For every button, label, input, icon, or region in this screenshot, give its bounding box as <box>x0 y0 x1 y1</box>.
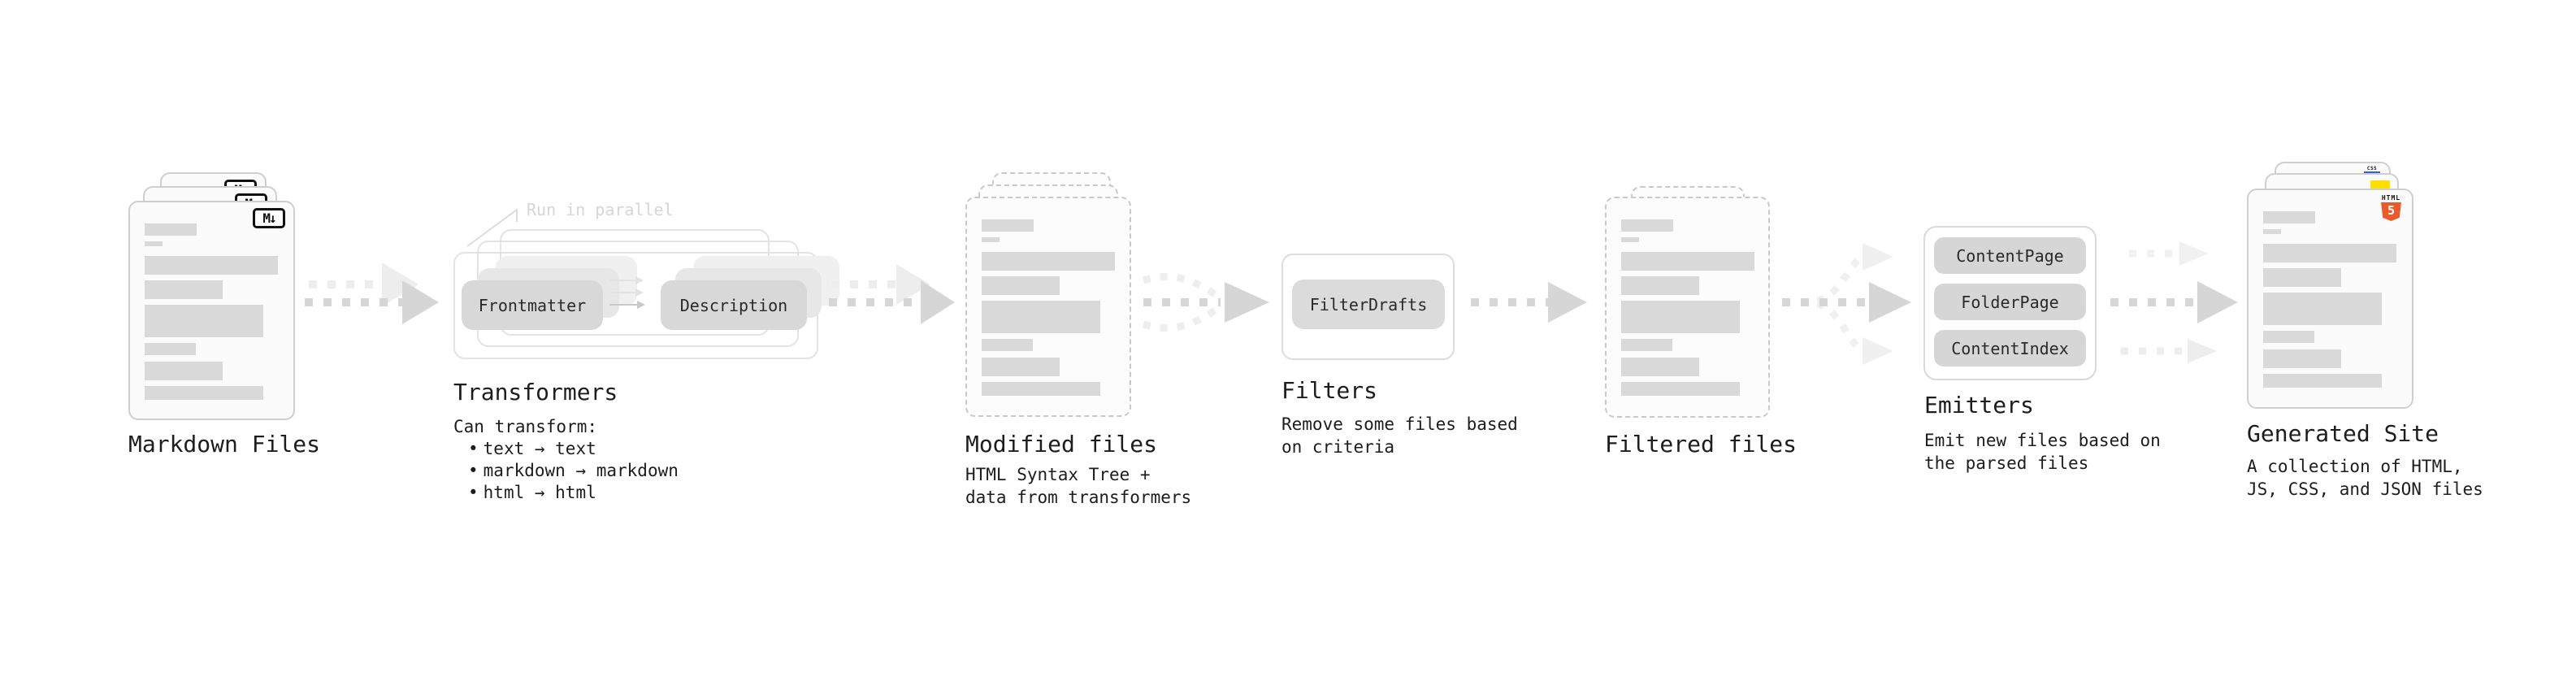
placeholder-bar <box>2263 268 2341 287</box>
emitters-subtitle: Emit new files based on the parsed files <box>1924 431 2161 473</box>
bullet-text: text → text <box>483 439 596 458</box>
markdown-icon: M↓ <box>253 208 285 228</box>
placeholder-bar <box>145 386 263 400</box>
bullet-dot: • <box>468 439 479 458</box>
stage-title-generated-site: Generated Site <box>2247 420 2439 447</box>
css-underline <box>2364 171 2380 174</box>
arrow-filtered-to-emitters <box>1782 243 1911 365</box>
bullet-item: •markdown → markdown <box>453 460 679 482</box>
placeholder-bar <box>1621 382 1740 396</box>
placeholder-bar <box>2263 331 2314 343</box>
placeholder-bar <box>1621 252 1754 271</box>
emitter-pill-folderpage: FolderPage <box>1934 284 2086 320</box>
placeholder-bar <box>982 382 1100 396</box>
placeholder-bar <box>145 343 196 355</box>
filtered-file-card-front <box>1605 197 1770 418</box>
html5-label: HTML <box>2381 194 2401 202</box>
placeholder-bar <box>982 237 1000 242</box>
modified-file-card-front <box>965 197 1131 417</box>
can-transform-heading: Can transform: <box>453 417 598 436</box>
stage-title-transformers: Transformers <box>453 379 618 406</box>
bullet-item: •text → text <box>453 438 679 460</box>
placeholder-bar <box>2263 374 2382 388</box>
placeholder-bar <box>2263 244 2396 262</box>
placeholder-bar <box>145 280 223 299</box>
placeholder-bar <box>1621 358 1699 376</box>
transformer-pill-frontmatter: Frontmatter <box>462 280 603 330</box>
emitter-pill-contentindex: ContentIndex <box>1934 330 2086 367</box>
placeholder-bar <box>1621 339 1672 351</box>
generated-site-subtitle: A collection of HTML, JS, CSS, and JSON … <box>2247 457 2483 499</box>
emitter-pill-contentpage: ContentPage <box>1934 237 2086 274</box>
filters-subtitle: Remove some files based on criteria <box>1281 414 1518 457</box>
transformers-description: Can transform: •text → text •markdown → … <box>453 416 679 504</box>
arrow-markdown-to-transformers <box>305 262 439 324</box>
placeholder-bar <box>982 252 1115 271</box>
bullet-dot: • <box>468 461 479 480</box>
placeholder-bar <box>2263 211 2315 223</box>
transformer-pill-description: Description <box>661 280 807 330</box>
placeholder-bar <box>982 301 1100 333</box>
placeholder-bar <box>145 305 263 337</box>
placeholder-bar <box>2263 293 2382 325</box>
html5-icon: HTML 5 <box>2380 194 2402 221</box>
placeholder-bar <box>982 339 1033 351</box>
stage-title-emitters: Emitters <box>1924 392 2034 419</box>
bullet-item: •html → html <box>453 482 679 504</box>
html5-shield: 5 <box>2381 202 2401 221</box>
placeholder-bar <box>145 362 223 380</box>
markdown-file-card-front: M↓ <box>128 201 295 420</box>
filter-pill-filterdrafts: FilterDrafts <box>1292 280 1445 329</box>
placeholder-bar <box>1621 237 1639 242</box>
css-file-icon: CSS <box>2364 166 2380 174</box>
bullet-dot: • <box>468 483 479 502</box>
placeholder-bar <box>1621 219 1673 232</box>
bullet-text: markdown → markdown <box>483 461 679 480</box>
bullet-text: html → html <box>483 483 596 502</box>
arrow-emitters-to-site <box>2110 241 2238 363</box>
arrow-filters-to-filtered <box>1471 282 1587 323</box>
js-file-icon <box>2370 180 2390 189</box>
placeholder-bar <box>145 223 197 236</box>
site-file-card-front: HTML 5 <box>2247 189 2413 409</box>
stage-title-markdown-files: Markdown Files <box>128 431 321 458</box>
placeholder-bar <box>1621 276 1699 295</box>
arrow-modified-to-filters <box>1142 273 1269 332</box>
arrow-transformers-to-modified <box>829 264 955 324</box>
placeholder-bar <box>2263 349 2341 368</box>
modified-files-subtitle: HTML Syntax Tree + data from transformer… <box>965 465 1192 507</box>
run-in-parallel-note: Run in parallel <box>527 200 674 219</box>
placeholder-bar <box>982 276 1060 295</box>
placeholder-bar <box>1621 301 1740 333</box>
stage-title-filters: Filters <box>1281 377 1378 404</box>
placeholder-bar <box>982 358 1060 376</box>
css-label: CSS <box>2366 166 2378 171</box>
placeholder-bar <box>2263 229 2281 234</box>
parallel-arrows <box>609 276 645 309</box>
stage-title-modified-files: Modified files <box>965 431 1158 458</box>
placeholder-bar <box>982 219 1034 232</box>
stage-title-filtered-files: Filtered files <box>1605 431 1798 458</box>
placeholder-bar <box>145 256 278 275</box>
note-callout-line <box>466 208 518 247</box>
placeholder-bar <box>145 241 163 246</box>
